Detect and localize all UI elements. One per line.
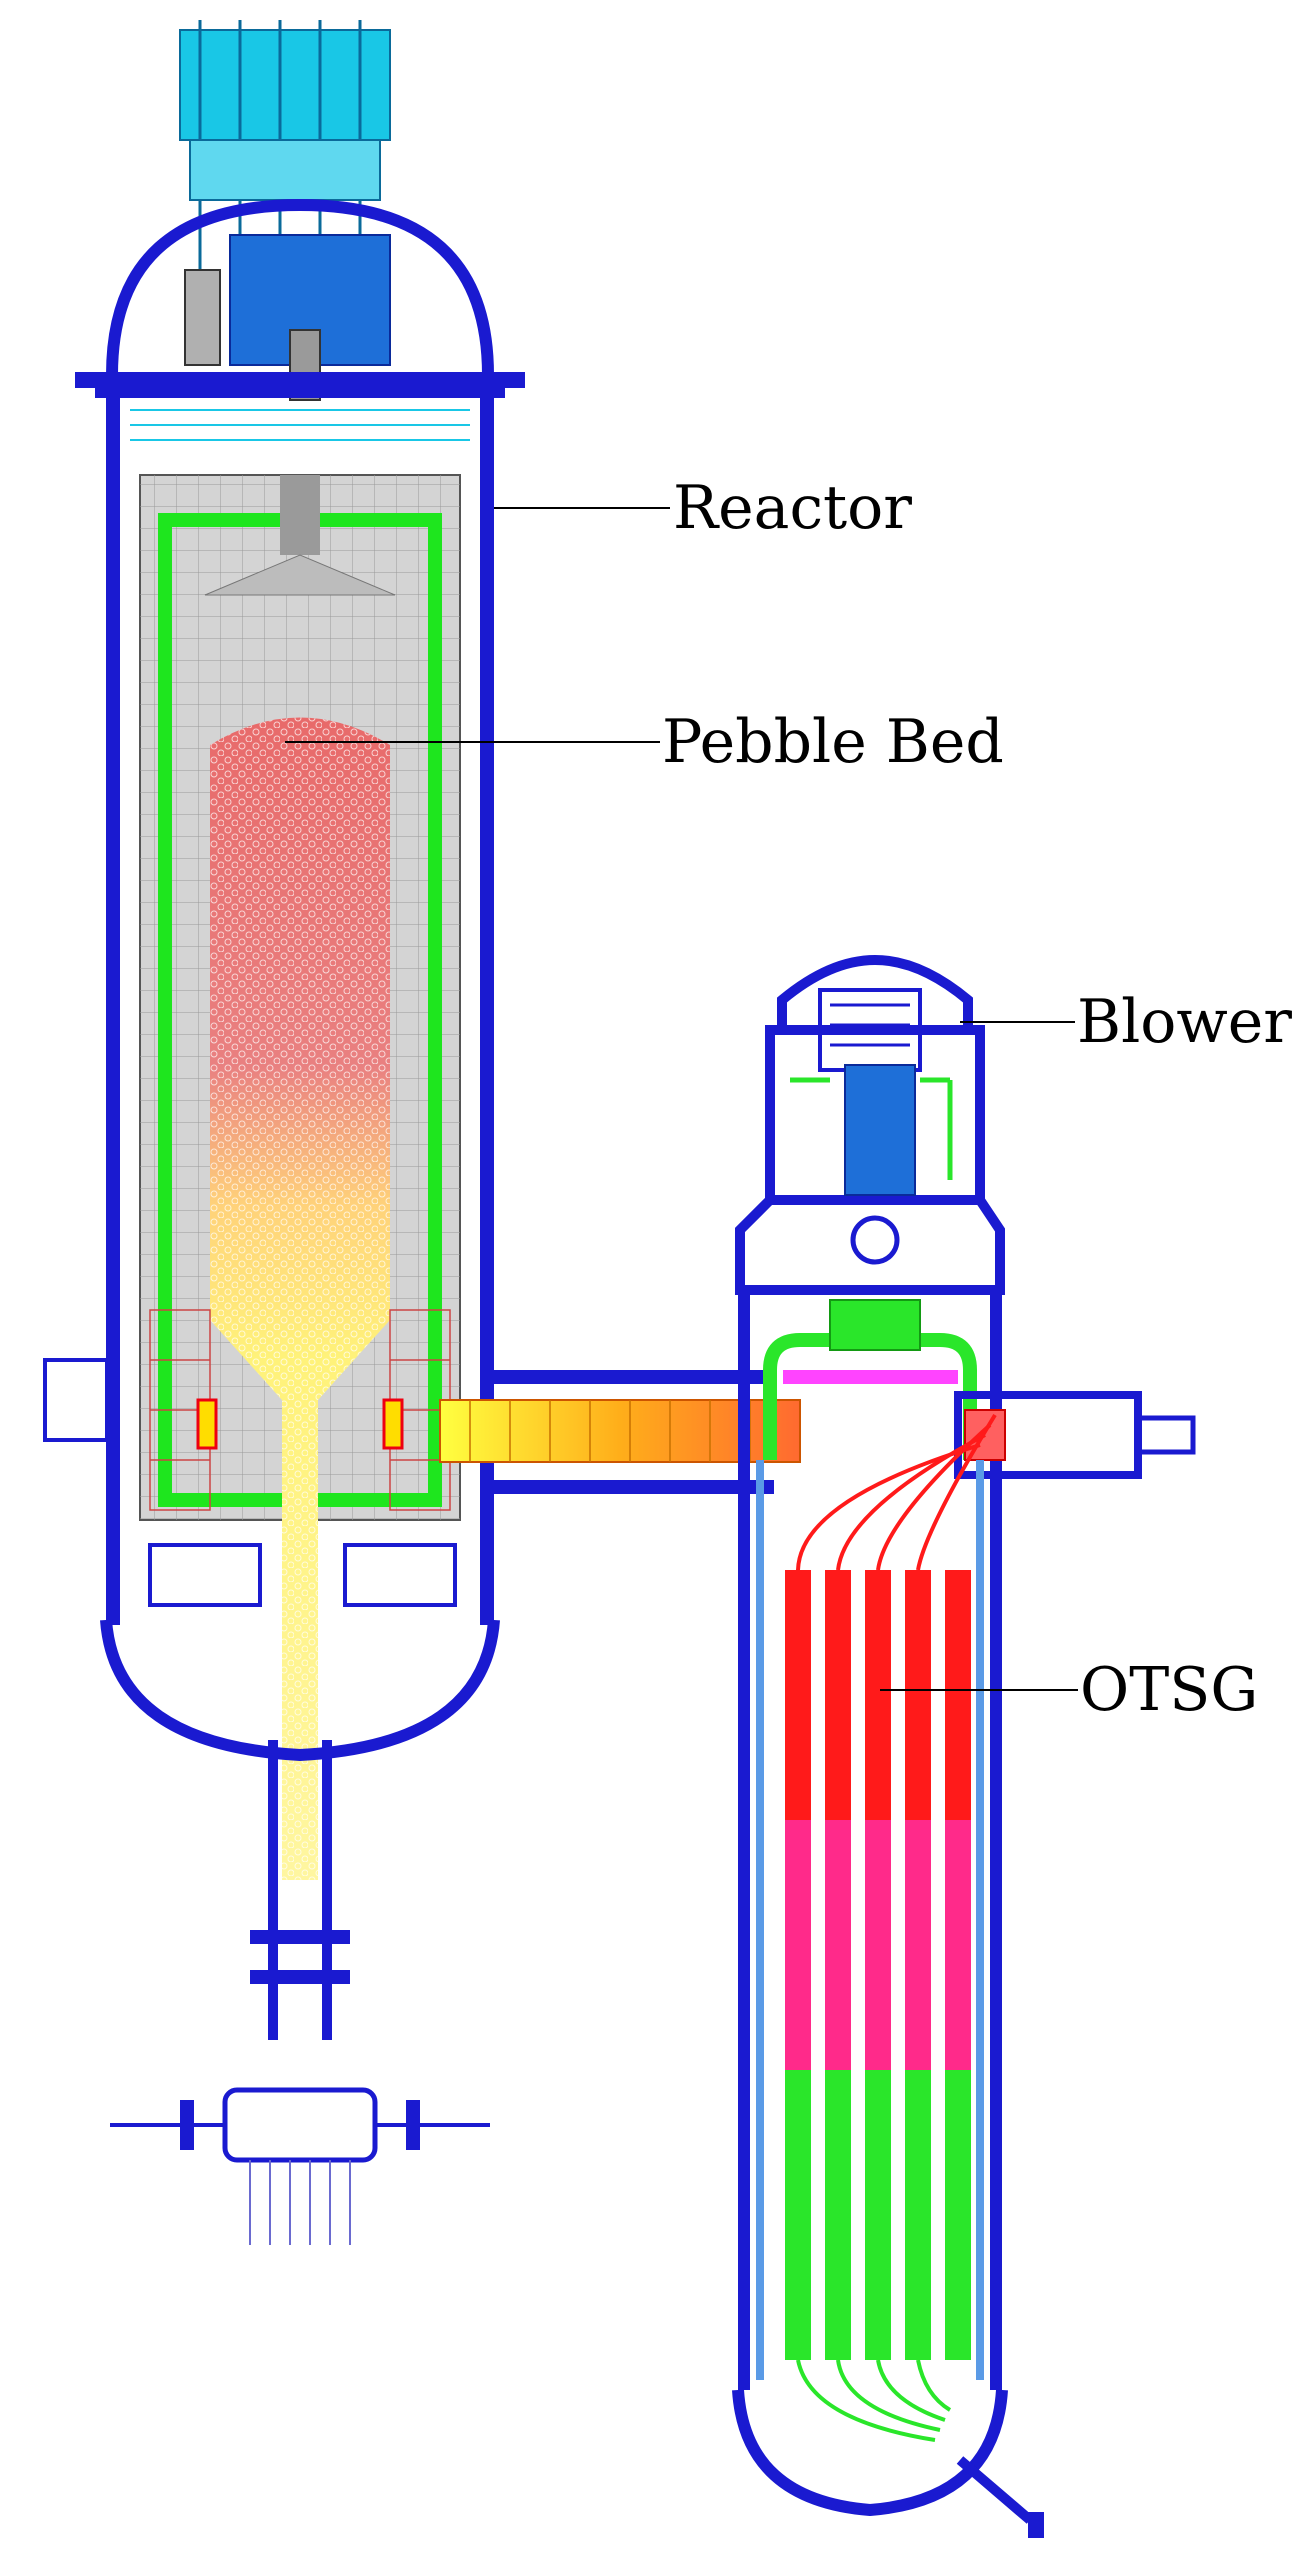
control-rod-drives: [179, 20, 391, 401]
tube-bundles: [785, 1413, 997, 2442]
reactor-assembly: [43, 20, 525, 2245]
label-pebble-bed: Pebble Bed: [662, 707, 1004, 777]
leader-lines: [285, 507, 1078, 1691]
steam-generator-assembly: [732, 954, 1196, 2538]
label-blower: Blower: [1077, 987, 1292, 1057]
label-otsg: OTSG: [1080, 1655, 1258, 1725]
label-reactor: Reactor: [673, 473, 912, 543]
